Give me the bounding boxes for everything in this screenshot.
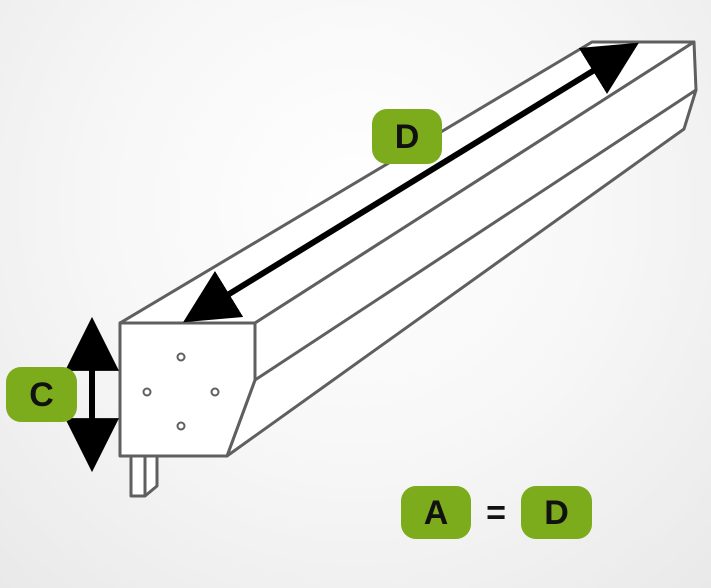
beam-front-face	[118, 321, 257, 458]
height-label-text: C	[29, 375, 54, 414]
length-arrow-icon	[183, 42, 639, 323]
bolt-hole-icon	[210, 387, 220, 397]
bolt-hole-icon	[176, 421, 186, 431]
length-label-text: D	[394, 117, 420, 156]
equation-left-badge: A	[401, 486, 471, 539]
bolt-hole-icon	[176, 352, 186, 362]
mounting-holes	[142, 352, 220, 431]
height-label-badge: C	[6, 367, 77, 422]
equation-left-text: A	[423, 493, 449, 532]
equation-right-text: D	[544, 493, 569, 532]
equation-operator: =	[486, 493, 506, 532]
equation-right-badge: D	[521, 486, 592, 539]
bolt-hole-icon	[142, 387, 152, 397]
length-label-badge: D	[372, 109, 442, 164]
